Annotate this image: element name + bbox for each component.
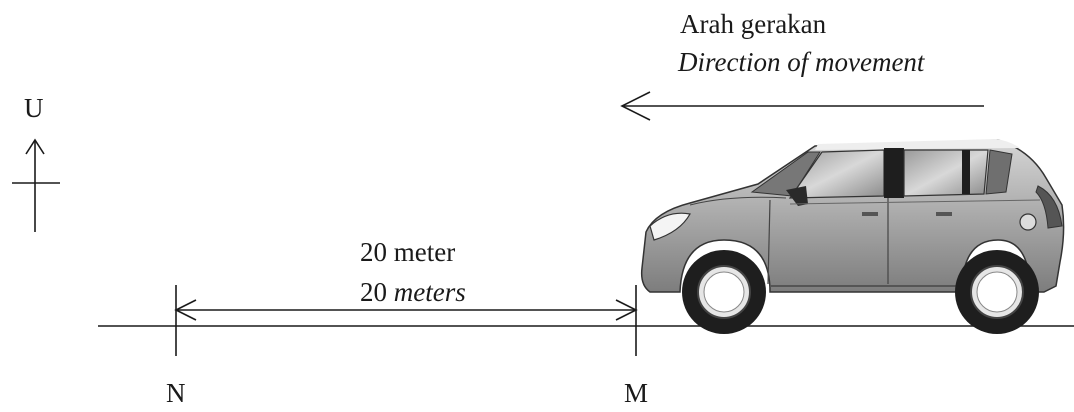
compass-label: U [24, 93, 44, 123]
north-arrow-icon [12, 138, 60, 232]
point-m-label: M [624, 378, 649, 408]
car-taillight [1035, 185, 1063, 229]
car-rear-window [903, 149, 989, 197]
distance-label-english: 20 meters [360, 276, 466, 308]
distance-value: 20 [360, 277, 394, 307]
direction-label-english: Direction of movement [678, 47, 925, 77]
car-windshield [750, 151, 821, 197]
distance-label-malay: 20 meter [360, 237, 456, 267]
point-n-label: N [166, 378, 186, 408]
car-headlight [649, 212, 691, 241]
car-illustration [640, 139, 1065, 334]
car-front-wheel [682, 250, 766, 334]
direction-label-malay: Arah gerakan [680, 9, 827, 39]
distance-dimension-arrow [174, 299, 638, 321]
direction-arrow [620, 91, 984, 121]
car-rear-wheel [955, 250, 1039, 334]
distance-unit: meters [393, 277, 466, 307]
